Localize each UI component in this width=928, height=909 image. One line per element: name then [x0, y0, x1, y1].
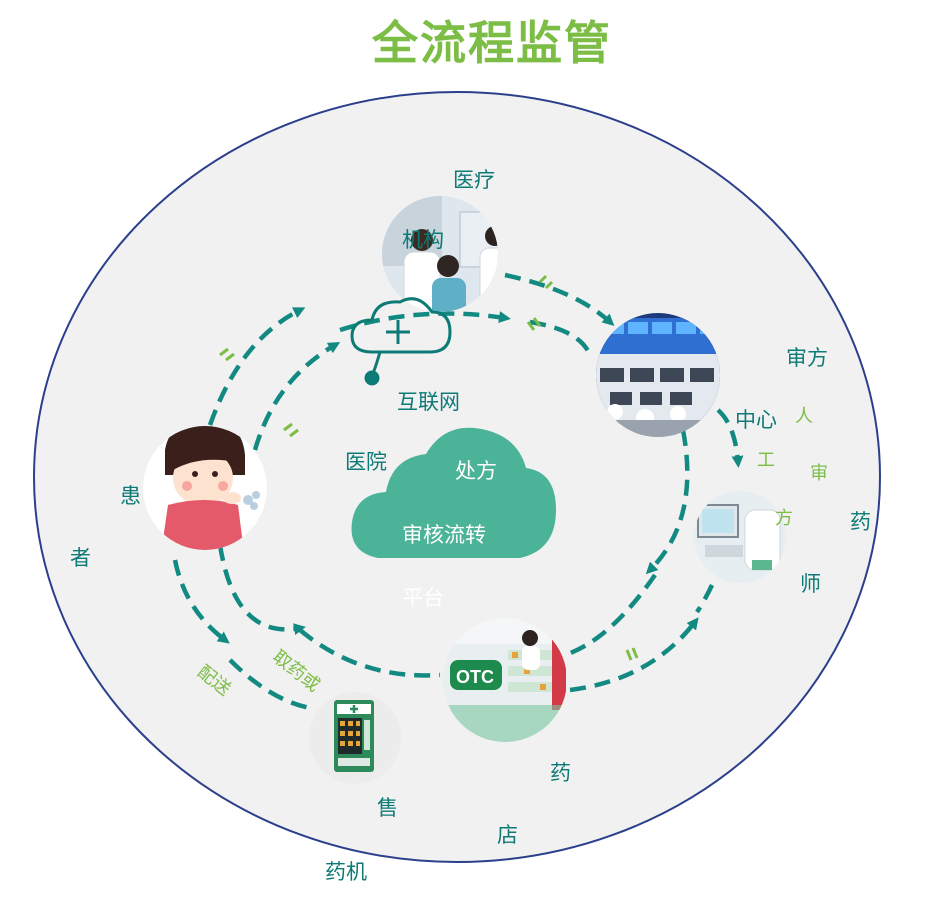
node-pharmacy-line2: 店: [497, 823, 518, 847]
node-platform-hospital: 医院: [345, 450, 387, 474]
arrow-center-to-flow: [645, 429, 690, 575]
pharmacist-computer-photo: [694, 491, 786, 583]
arrow-flow-to-pharmacy: [564, 573, 657, 658]
arrow-center-to-pharmacist: [716, 408, 744, 468]
arrow-patient-to-internet: [252, 341, 341, 451]
node-pharmacy-line1: 药: [550, 761, 571, 785]
arrow-pharmacy-to-pharmacist: [569, 617, 699, 693]
cloud-shape: [351, 427, 556, 558]
node-vending-line1: 售: [377, 796, 398, 820]
edge-manual-review-4: 方: [775, 508, 793, 529]
node-patient-line1: 患: [120, 484, 141, 508]
edge-manual-review-2: 工: [757, 450, 775, 471]
node-review-center-line2: 中心: [735, 408, 777, 432]
arrow-pharmacist-link: [695, 584, 715, 614]
edge-manual-review-3: 审: [810, 463, 828, 484]
arrow-internet-to-hospital: [339, 311, 511, 333]
node-hospital-line2: 机构: [402, 228, 444, 252]
edge-manual-review-1: 人: [795, 406, 813, 427]
node-vending-line2: 药机: [325, 860, 367, 884]
node-platform-prescription: 处方: [455, 459, 497, 483]
sick-patient-cartoon: [143, 426, 267, 550]
node-hospital-line1: 医疗: [453, 168, 495, 192]
arrow-patient-to-vending: [172, 559, 230, 644]
arrow-hospital-to-center: [504, 272, 615, 327]
node-pharmacist-line2: 师: [800, 572, 821, 596]
arrow-patient-to-hospital: [207, 307, 306, 426]
page-title: 全流程监管: [372, 16, 612, 70]
svg-text:OTC: OTC: [456, 667, 494, 687]
node-patient-line2: 者: [70, 546, 91, 570]
tick-marks: [219, 274, 639, 661]
node-review-center-line1: 审方: [786, 346, 828, 370]
arrow-to-vending: [228, 658, 311, 711]
node-internet: 互联网: [397, 390, 460, 414]
arrow-flow-to-pharmacy-2: [298, 628, 441, 678]
node-platform-review-flow: 审核流转: [402, 523, 486, 547]
node-platform-label: 平台: [402, 586, 444, 610]
node-pharmacist-line1: 药: [850, 510, 871, 534]
cloud-plus-icon: [350, 297, 452, 386]
medicine-vending-machine: [309, 692, 401, 784]
